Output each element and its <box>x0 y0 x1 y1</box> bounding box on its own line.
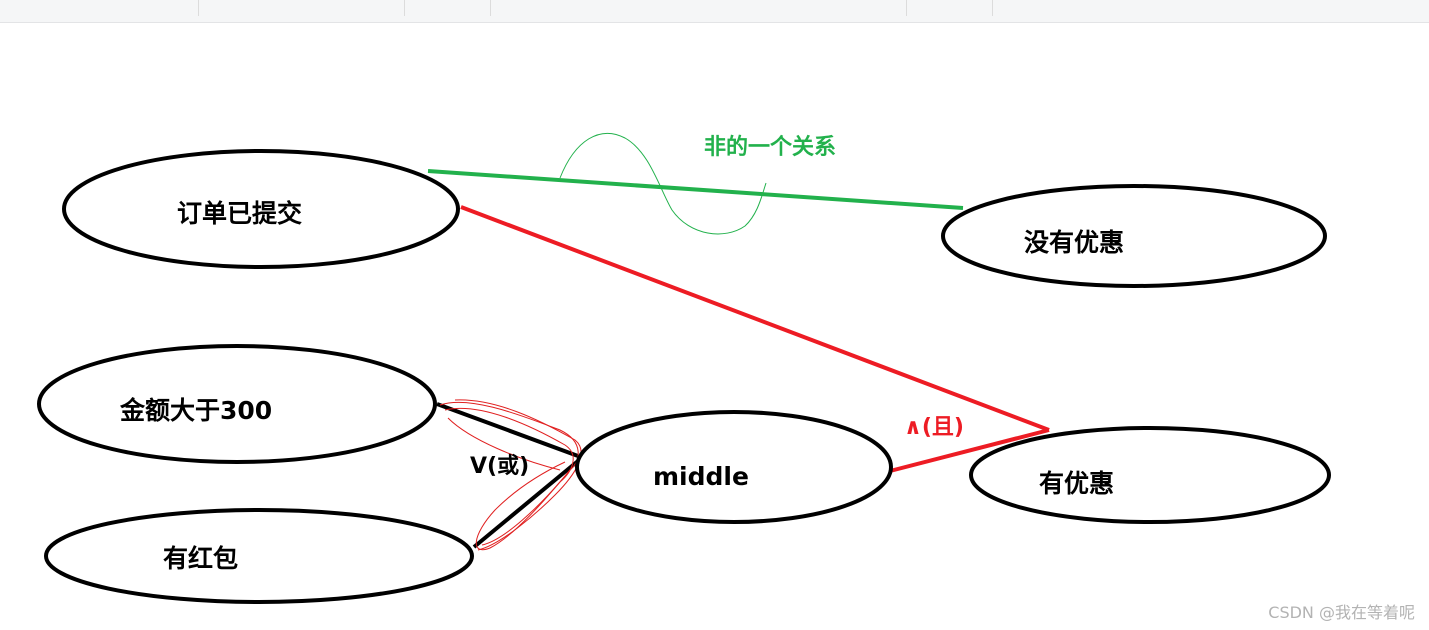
node-middle <box>575 410 893 524</box>
label-has-red-packet: 有红包 <box>163 544 238 573</box>
label-or-relation: V(或) <box>470 453 529 479</box>
label-has-discount: 有优惠 <box>1039 469 1114 498</box>
toolbar-separator <box>198 0 199 16</box>
node-has-red-packet <box>44 508 474 604</box>
toolbar-separator <box>404 0 405 16</box>
watermark: CSDN @我在等着呢 <box>1268 603 1415 622</box>
and-line-order <box>460 205 1050 432</box>
top-toolbar-strip <box>0 0 1429 23</box>
label-not-relation: 非的一个关系 <box>704 134 836 160</box>
label-no-discount: 没有优惠 <box>1024 228 1124 257</box>
or-line-redpacket <box>472 459 580 549</box>
not-relation-scribble <box>559 133 767 235</box>
node-no-discount <box>941 184 1327 288</box>
toolbar-separator <box>490 0 491 16</box>
label-order-submitted: 订单已提交 <box>177 199 302 228</box>
or-line-amount <box>436 402 579 458</box>
node-amount-over-300 <box>37 344 437 464</box>
node-order-submitted <box>62 149 460 269</box>
label-and-relation: ∧(且) <box>904 415 964 440</box>
node-has-discount <box>969 426 1331 524</box>
label-amount-over-300: 金额大于300 <box>119 396 272 425</box>
toolbar-separator <box>992 0 993 16</box>
and-line-middle <box>889 428 1050 473</box>
toolbar-separator <box>906 0 907 16</box>
label-middle: middle <box>653 462 749 491</box>
not-relation-line <box>427 169 964 210</box>
